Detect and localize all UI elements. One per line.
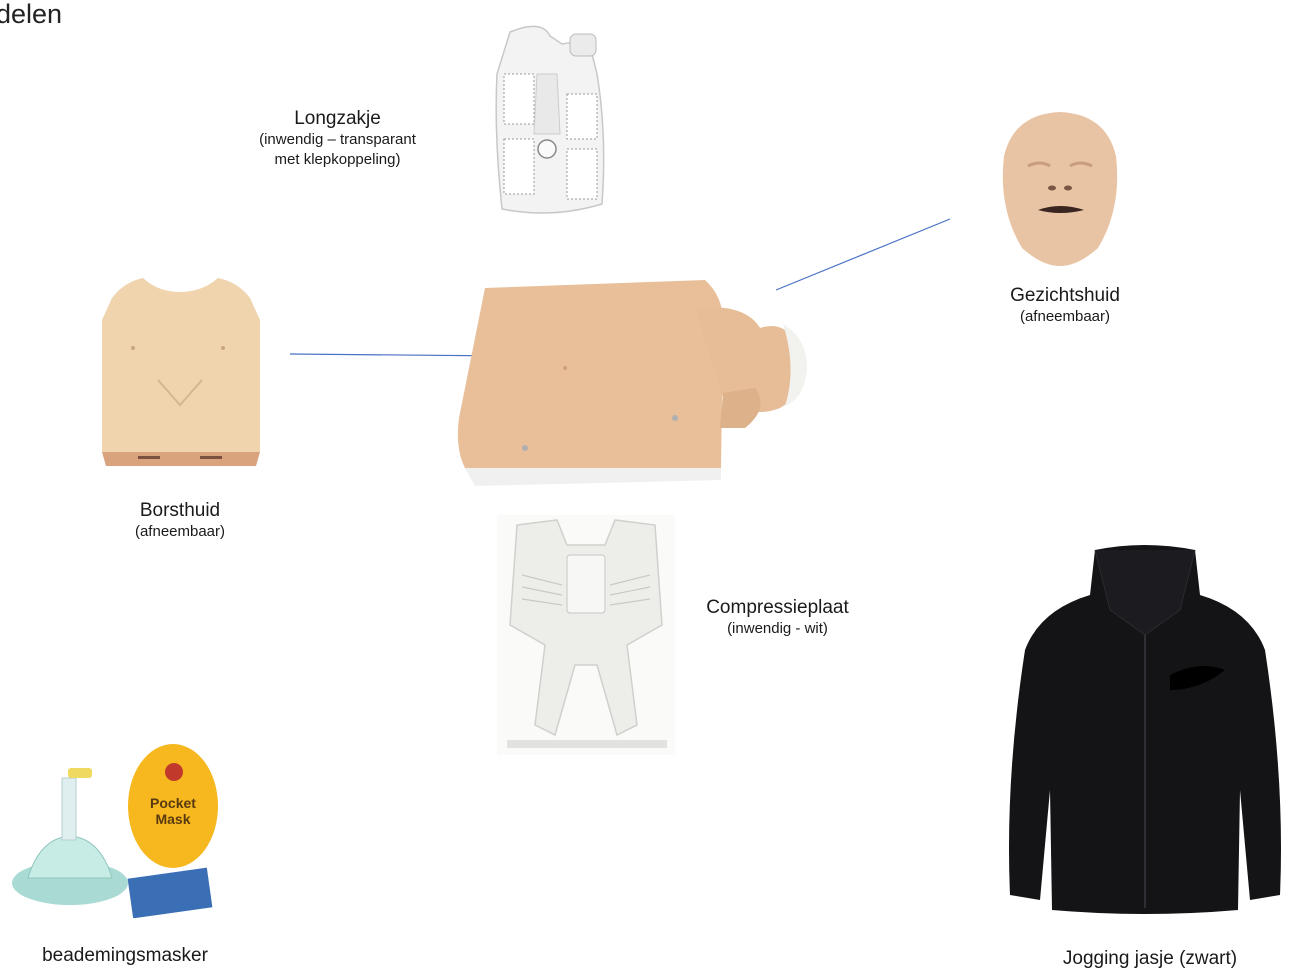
longzakje-label: Longzakje (inwendig – transparant met kl… [225, 108, 450, 170]
borsthuid-label: Borsthuid (afneembaar) [65, 500, 295, 542]
borsthuid-title: Borsthuid [65, 500, 295, 522]
chest-skin-image [98, 270, 263, 475]
lung-bag-image [482, 14, 617, 219]
compression-plate-image [497, 515, 675, 755]
longzakje-sub-1: (inwendig – transparant [225, 130, 450, 150]
face-skin-image [998, 108, 1123, 268]
pocket-mask-case-line2: Mask [155, 811, 190, 827]
longzakje-sub-2: met klepkoppeling) [225, 150, 450, 170]
jasje-label: Jogging jasje (zwart) [1020, 948, 1280, 970]
page-heading: delen [0, 0, 62, 29]
gezichtshuid-label: Gezichtshuid (afneembaar) [960, 285, 1170, 327]
compressieplaat-sub: (inwendig - wit) [665, 619, 890, 639]
pocket-mask-case-line1: Pocket [150, 795, 196, 811]
jacket-image [1000, 540, 1290, 915]
gezichtshuid-title: Gezichtshuid [960, 285, 1170, 307]
pocket-mask-image: Pocket Mask [10, 738, 225, 918]
manikin-torso-image [455, 268, 820, 503]
borsthuid-sub: (afneembaar) [65, 522, 295, 542]
compressieplaat-title: Compressieplaat [665, 597, 890, 619]
beademingsmasker-label: beademingsmasker [10, 945, 240, 967]
compressieplaat-label: Compressieplaat (inwendig - wit) [665, 597, 890, 639]
gezichtshuid-sub: (afneembaar) [960, 307, 1170, 327]
longzakje-title: Longzakje [225, 108, 450, 130]
